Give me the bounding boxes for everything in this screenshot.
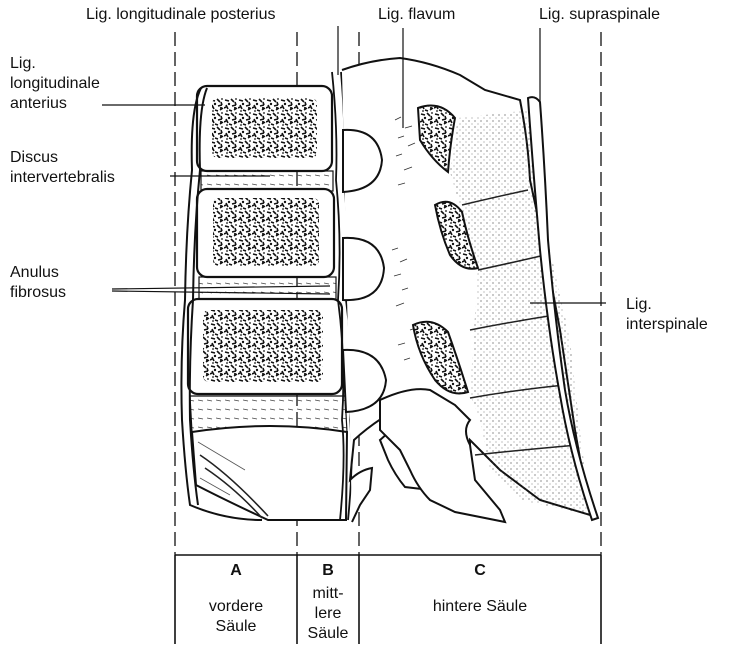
vertebral-body-bottom <box>192 426 347 520</box>
column-c-letter: C <box>359 562 601 580</box>
label-lig-supraspinale: Lig. supraspinale <box>539 5 660 25</box>
column-b-letter: B <box>297 562 359 580</box>
label-lig-longitudinale-posterius: Lig. longitudinale posterius <box>86 5 275 25</box>
column-a-letter: A <box>175 562 297 580</box>
label-lig-longitudinale-anterius: Lig. longitudinale anterius <box>10 54 100 114</box>
column-a-name: vordere Säule <box>175 597 297 637</box>
label-lig-flavum: Lig. flavum <box>378 5 455 25</box>
column-b-name: mitt- lere Säule <box>297 584 359 644</box>
label-anulus-fibrosus: Anulus fibrosus <box>10 263 66 303</box>
vertebral-body-column <box>188 86 347 520</box>
label-lig-interspinale: Lig. interspinale <box>626 295 708 335</box>
label-discus-intervertebralis: Discus intervertebralis <box>10 148 115 188</box>
column-c-name: hintere Säule <box>359 597 601 617</box>
